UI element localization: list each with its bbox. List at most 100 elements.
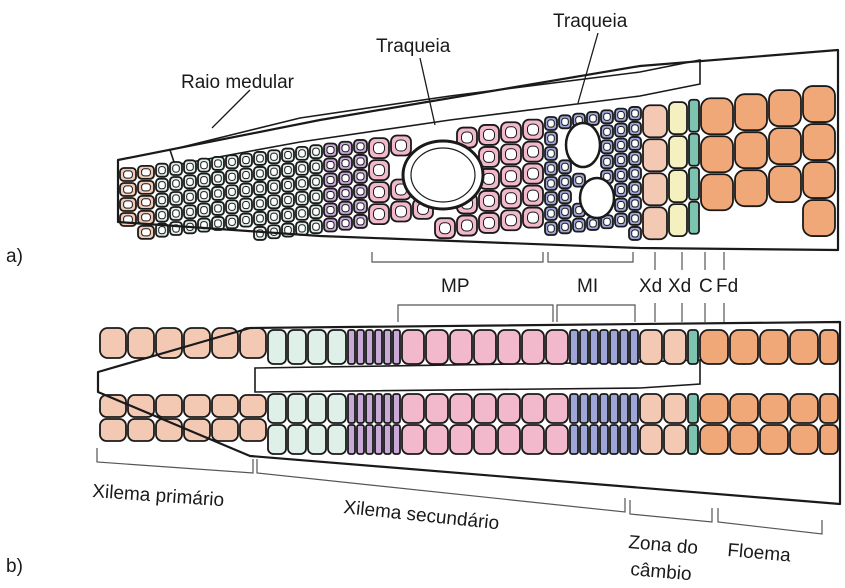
cell-a-mint-lumen — [243, 187, 250, 194]
cell-a-blue-lumen — [604, 128, 611, 135]
cell-a-mint-lumen — [299, 210, 306, 217]
label-raio-medular: Raio medular — [181, 72, 295, 93]
cell-a-blue-lumen — [604, 143, 611, 150]
cell-a-mint-lumen — [243, 202, 250, 209]
label-xd-1: Xd — [639, 276, 662, 297]
cell-a-yellow — [669, 170, 687, 202]
cell-b-orange — [730, 330, 758, 364]
cell-a-blue-lumen — [604, 158, 611, 165]
cell-b-orange — [790, 425, 818, 454]
cell-a-pink-lumen — [506, 149, 517, 160]
cell-b-pink — [402, 394, 424, 423]
cell-b-pink — [546, 425, 568, 454]
cell-a-mint-lumen — [257, 170, 264, 177]
bracket-b-mi — [557, 305, 635, 322]
cell-b-lilac — [375, 330, 382, 364]
cell-a-pink-lumen — [484, 173, 495, 184]
cell-a-blue-lumen — [548, 180, 555, 187]
cell-b-mint — [268, 394, 286, 423]
cell-b-peach — [156, 395, 182, 417]
cell-a-mint-lumen — [159, 182, 166, 189]
cell-b-pink — [546, 330, 568, 364]
cell-a-teal — [689, 202, 699, 234]
cell-a-blue-lumen — [618, 187, 625, 194]
bracket-cambium — [630, 500, 712, 522]
cell-a-peach-lumen — [142, 199, 151, 206]
cell-a-blue-lumen — [590, 115, 597, 122]
cell-a-blue-lumen — [548, 150, 555, 157]
panel-marker-a: a) — [6, 246, 23, 267]
cell-a-lilac-lumen — [357, 173, 364, 180]
cell-b-pink — [450, 394, 472, 423]
cell-b-mint — [268, 425, 286, 454]
cell-a-mint-lumen — [313, 178, 320, 185]
bracket-phloem — [718, 508, 822, 534]
cell-a-mint-lumen — [271, 198, 278, 205]
cell-a-orange — [769, 90, 801, 126]
cell-a-orange — [769, 166, 801, 202]
cell-b-mint — [308, 425, 326, 454]
cell-b-peach — [100, 419, 126, 441]
label-traqueia-right: Traqueia — [553, 11, 628, 32]
cell-a-blue-lumen — [604, 113, 611, 120]
panel-marker-b: b) — [6, 556, 23, 577]
cell-b-orange — [820, 425, 838, 454]
cell-b-lilac — [384, 330, 391, 364]
cell-a-lilac-lumen — [342, 160, 349, 167]
cell-a-blue-lumen — [632, 170, 639, 177]
cell-b-peach — [664, 330, 686, 364]
cell-a-mint-lumen — [271, 168, 278, 175]
cell-b-lilac — [366, 330, 373, 364]
cell-a-peach-lumen — [142, 184, 151, 191]
cell-b-blue — [620, 425, 628, 454]
cell-a-yellow — [669, 204, 687, 236]
cell-b-peach — [240, 395, 266, 417]
cell-b-peach — [128, 419, 154, 441]
cell-a-mint-lumen — [285, 181, 292, 188]
cell-a-blue-lumen — [618, 127, 625, 134]
cell-a-pink-lumen — [506, 193, 517, 204]
cell-b-peach — [212, 419, 238, 441]
cell-a-pink-lumen — [528, 146, 539, 157]
label-traqueia-left: Traqueia — [376, 36, 451, 57]
cell-a-pink-lumen — [484, 151, 495, 162]
cell-b-blue — [630, 394, 638, 423]
cell-b-blue — [590, 330, 598, 364]
cell-a-pink-lumen — [374, 143, 385, 154]
cell-b-blue — [630, 330, 638, 364]
cell-a-mint-lumen — [215, 205, 222, 212]
cell-a-pink-lumen — [374, 209, 385, 220]
cell-b-blue — [570, 394, 578, 423]
cell-b-lilac — [384, 425, 391, 454]
cell-a-mint-lumen — [285, 166, 292, 173]
cell-a-mint-lumen — [229, 203, 236, 210]
cell-b-blue — [570, 425, 578, 454]
cell-a-yellow — [669, 102, 687, 134]
cell-b-mint — [288, 330, 306, 364]
cell-a-mint-lumen — [285, 196, 292, 203]
cell-a-lilac-lumen — [342, 220, 349, 227]
cell-b-mint — [328, 330, 346, 364]
cell-a-blue-lumen — [632, 185, 639, 192]
cell-b-pink — [426, 425, 448, 454]
cell-a-blue-lumen — [576, 177, 583, 184]
cell-a-mint-lumen — [243, 172, 250, 179]
cell-b-lilac — [348, 394, 355, 423]
cell-b-orange — [700, 330, 728, 364]
cell-a-mint-lumen — [215, 190, 222, 197]
cell-b-pink — [522, 425, 544, 454]
cell-b-mint — [288, 394, 306, 423]
cell-a-blue-lumen — [632, 110, 639, 117]
label-mp: MP — [441, 276, 470, 297]
cell-b-blue — [580, 425, 588, 454]
cell-b-mint — [268, 330, 286, 364]
cell-a-blue-lumen — [590, 220, 597, 227]
cell-a-lilac-lumen — [342, 145, 349, 152]
cell-b-peach — [640, 394, 662, 423]
cell-b-blue — [580, 330, 588, 364]
cell-a-orange — [803, 162, 835, 198]
cell-a-mint-lumen — [299, 165, 306, 172]
cell-a-mint-lumen — [173, 165, 180, 172]
cell-b-pink — [474, 425, 496, 454]
